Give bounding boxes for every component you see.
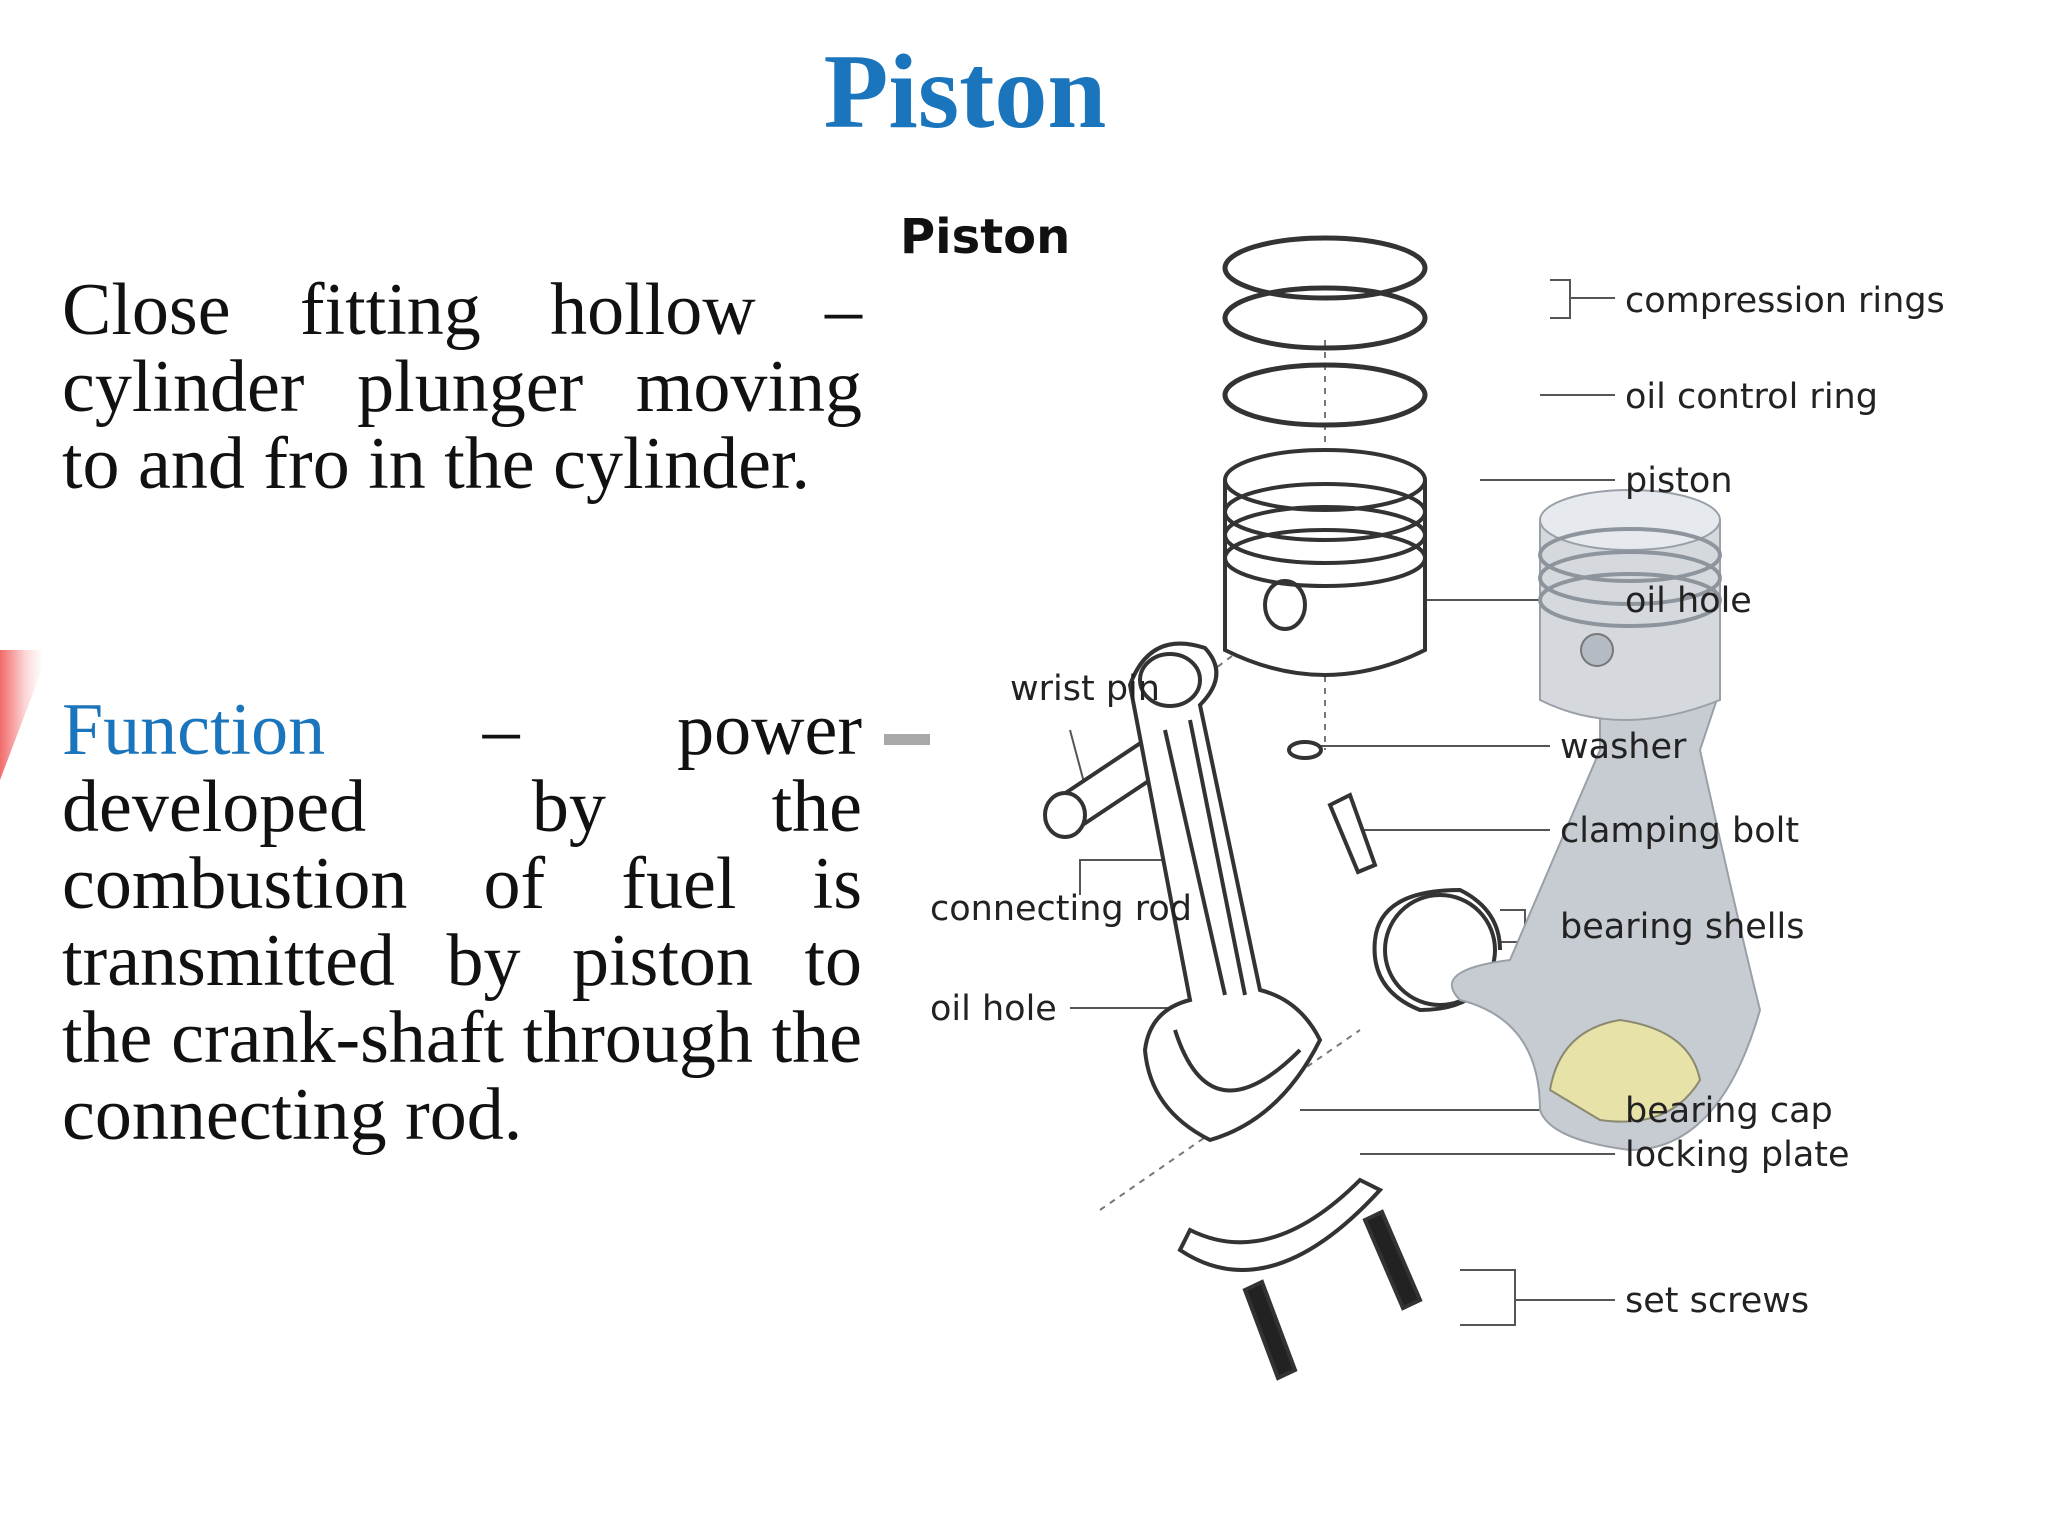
definition-paragraph: Close fitting hollow – cylinder plunger … xyxy=(62,269,862,505)
label-washer: washer xyxy=(1560,727,1687,767)
label-oil-hole-left: oil hole xyxy=(930,989,1057,1029)
label-set-screws: set screws xyxy=(1625,1281,1809,1321)
bearing-cap-shape xyxy=(1177,1177,1384,1272)
washer-shape xyxy=(1287,740,1323,760)
set-screws-shape xyxy=(1242,1209,1423,1381)
function-keyword: Function xyxy=(62,689,326,771)
label-clamping-bolt: clamping bolt xyxy=(1560,811,1799,851)
clamping-bolt-shape xyxy=(1327,792,1378,875)
compression-rings-shape xyxy=(1222,235,1428,351)
label-compression-rings: compression rings xyxy=(1625,281,1945,321)
slide-title: Piston xyxy=(823,33,1107,150)
label-oil-control-ring: oil control ring xyxy=(1625,377,1878,417)
label-bearing-shells: bearing shells xyxy=(1560,907,1804,947)
piston-shape xyxy=(1223,448,1427,677)
assembled-piston-photo xyxy=(1450,489,1762,1152)
accent-bar xyxy=(0,650,42,780)
label-locking-plate: locking plate xyxy=(1625,1135,1850,1175)
label-connecting-rod: connecting rod xyxy=(930,889,1192,929)
label-oil-hole-right: oil hole xyxy=(1625,581,1752,621)
label-piston: piston xyxy=(1625,461,1733,501)
diagram-title: Piston xyxy=(900,209,1070,265)
function-description: – power developed by the combustion of f… xyxy=(62,689,862,1156)
function-paragraph: Function – power developed by the combus… xyxy=(62,692,862,1154)
connecting-rod-shape xyxy=(1127,641,1323,1143)
piston-exploded-diagram: Piston compression rings oil control rin… xyxy=(900,150,2048,1400)
label-bearing-cap: bearing cap xyxy=(1625,1091,1833,1131)
bearing-shells-shape xyxy=(1372,887,1502,1013)
label-wrist-pin: wrist pin xyxy=(1010,669,1160,709)
dash-mark xyxy=(884,734,930,745)
oil-control-ring-shape xyxy=(1222,362,1428,428)
diagram-canvas: Piston compression rings oil control rin… xyxy=(900,209,1945,1381)
